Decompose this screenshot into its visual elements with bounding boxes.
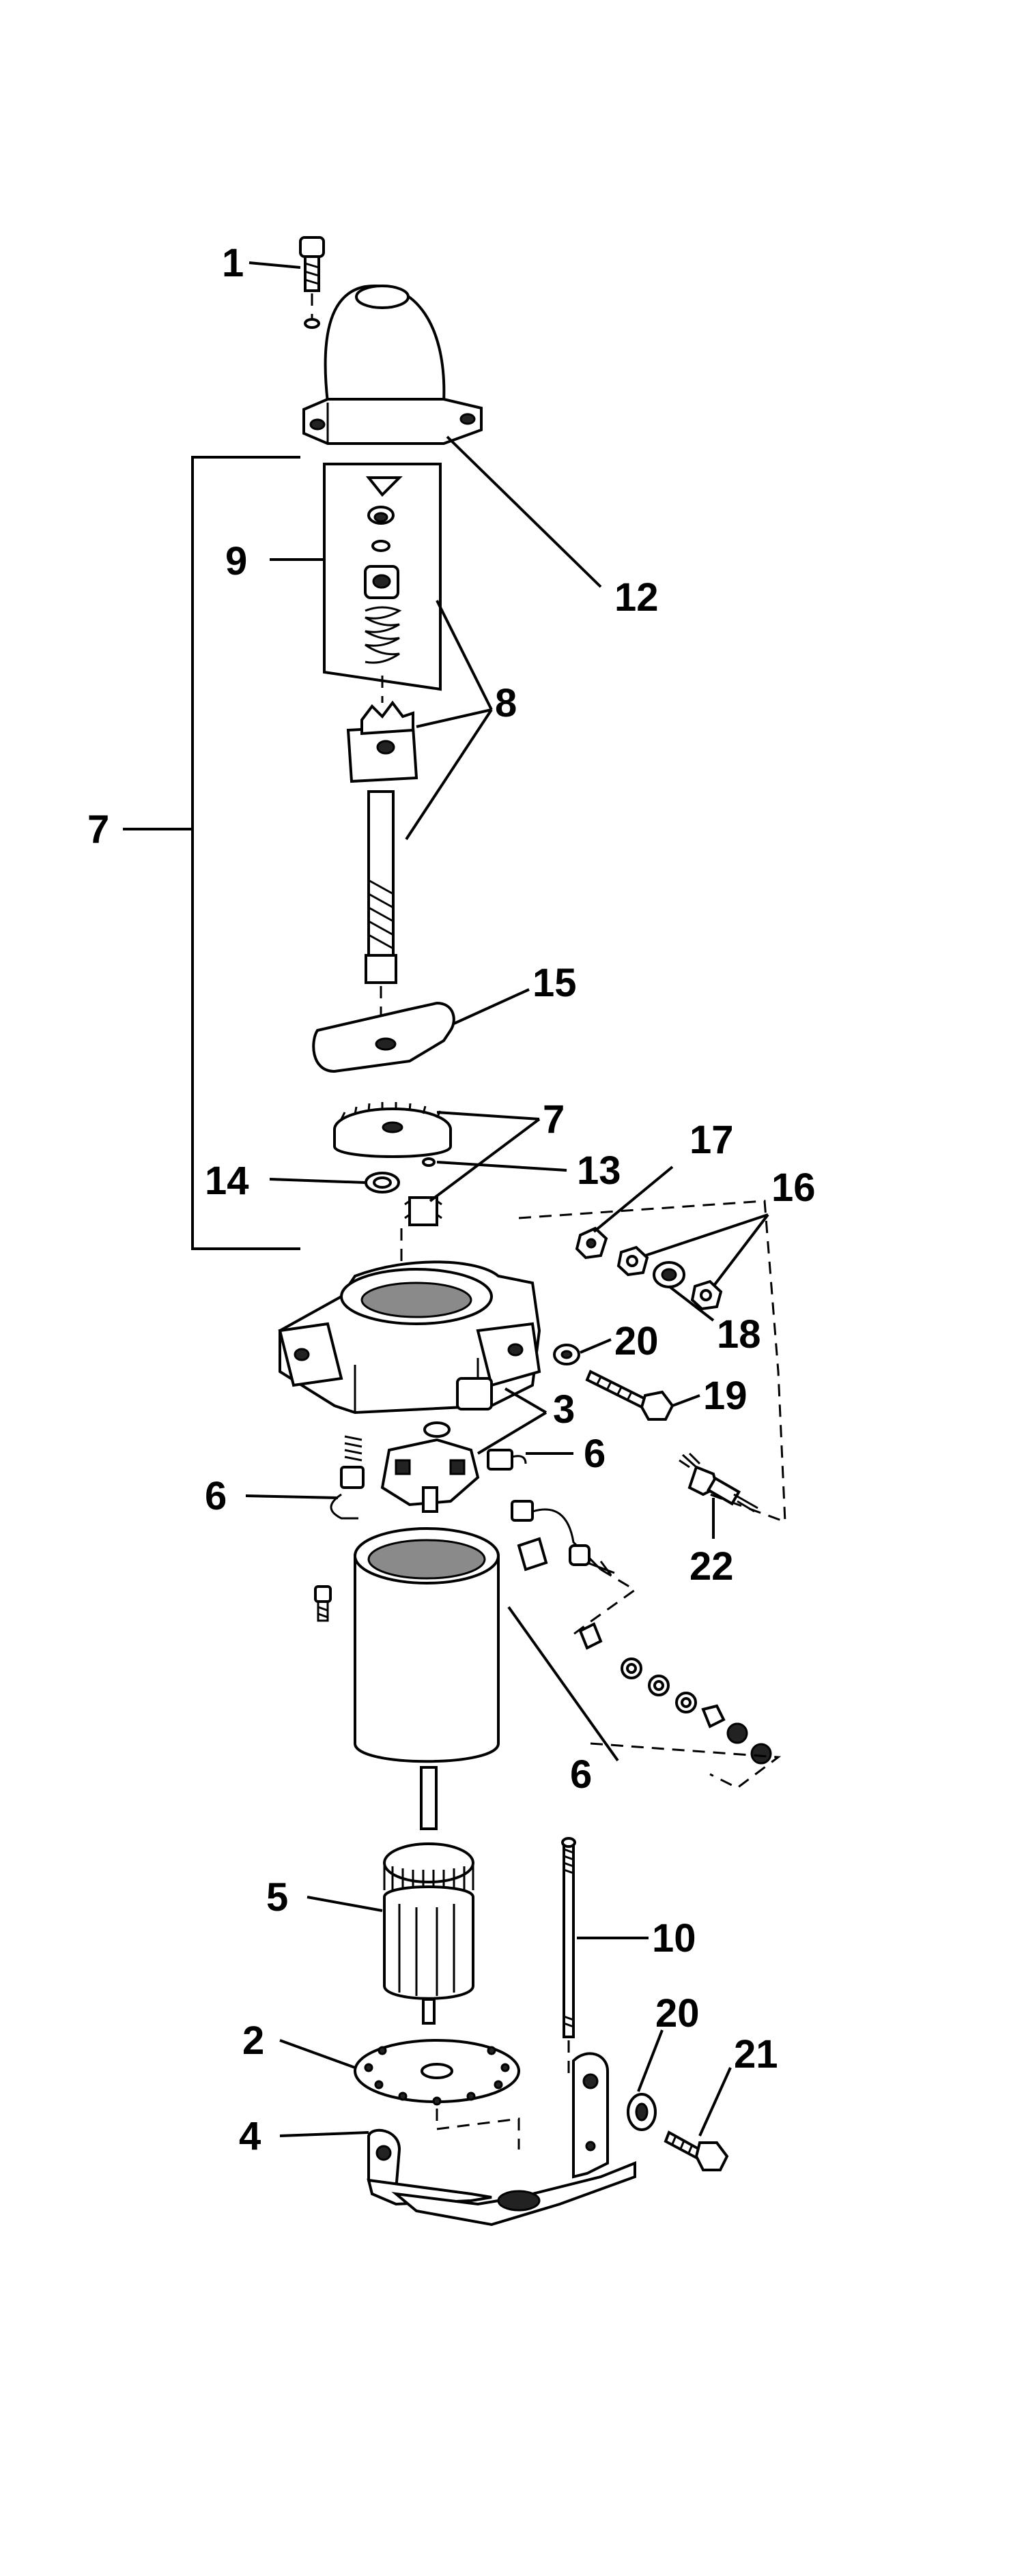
callout-7a: 7 — [87, 807, 109, 852]
part-22-stud — [679, 1452, 758, 1513]
callout-15: 15 — [532, 961, 577, 1005]
callout-4: 4 — [239, 2114, 261, 2158]
part-18-washer — [653, 1261, 685, 1288]
callout-6a: 6 — [584, 1432, 606, 1476]
callout-12: 12 — [614, 575, 659, 620]
callout-16: 16 — [771, 1166, 816, 1210]
callout-8: 8 — [495, 681, 517, 725]
part-14-washer — [365, 1172, 400, 1193]
part-20-washer-lower — [627, 2093, 657, 2131]
housing — [278, 1260, 541, 1415]
callout-20b: 20 — [655, 1991, 700, 2036]
part-7-gear — [333, 1102, 452, 1158]
callout-6b: 6 — [205, 1474, 227, 1518]
part-8-pinion-gear — [346, 700, 418, 783]
part-1-screw — [299, 236, 325, 329]
callout-14: 14 — [205, 1159, 249, 1203]
callout-2: 2 — [242, 2018, 264, 2063]
part-19-bolt — [585, 1370, 674, 1421]
leader-lines — [123, 261, 782, 2137]
screw-left — [314, 1585, 332, 1622]
part-13-ring — [422, 1157, 436, 1167]
callout-labels: 1 12 9 8 7 15 7 14 13 17 16 20 18 19 3 6… — [87, 241, 816, 2158]
part-15-plate — [312, 1001, 455, 1073]
part-9-drive-kit — [323, 463, 442, 703]
part-6-lead-wire — [511, 1500, 615, 1576]
part-5-armature — [383, 1766, 474, 2025]
callout-5: 5 — [266, 1875, 288, 1920]
part-6-hardware-kit — [578, 1622, 772, 1765]
field-frame — [354, 1527, 500, 1763]
callout-1: 1 — [222, 241, 244, 285]
callout-21: 21 — [734, 2032, 778, 2076]
part-7-small-gear — [404, 1196, 442, 1226]
part-3-brush-plate — [380, 1421, 480, 1513]
part-8-shaft — [365, 790, 397, 1030]
callout-22: 22 — [689, 1544, 734, 1589]
part-4-bracket — [367, 2052, 636, 2227]
part-12-end-cap — [302, 285, 483, 445]
part-16-nut — [616, 1245, 723, 1311]
part-6-brush-right — [487, 1449, 527, 1471]
callout-20a: 20 — [614, 1319, 659, 1363]
part-6-brush-left — [330, 1435, 365, 1520]
part-17-nut — [575, 1226, 608, 1260]
callout-6c: 6 — [570, 1752, 592, 1797]
callout-18: 18 — [717, 1312, 761, 1357]
callout-19: 19 — [703, 1374, 748, 1418]
callout-3: 3 — [553, 1387, 575, 1432]
part-20-washer-upper — [553, 1344, 580, 1365]
callout-9: 9 — [225, 539, 247, 583]
callout-13: 13 — [577, 1148, 621, 1193]
part-10-through-bolt — [561, 1837, 576, 2074]
callout-10: 10 — [652, 1916, 696, 1960]
part-21-bolt — [664, 2130, 729, 2171]
callout-7b: 7 — [543, 1097, 565, 1142]
part-2-end-plate — [354, 2039, 520, 2106]
callout-17: 17 — [689, 1118, 734, 1162]
